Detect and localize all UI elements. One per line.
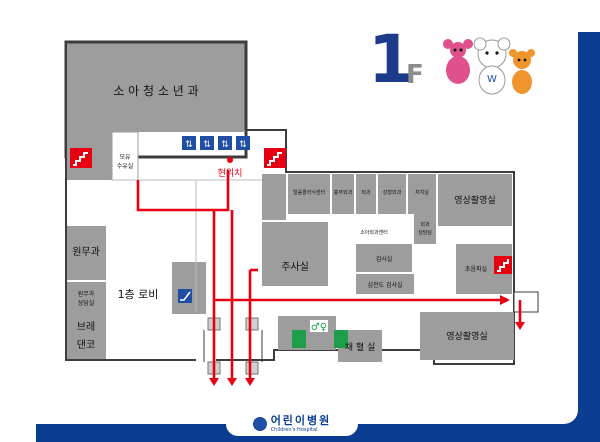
room-exam: 검사실: [375, 255, 393, 263]
svg-text:W: W: [487, 74, 497, 85]
you-are-here-label: 현위치: [217, 168, 243, 179]
room-surgery-consult: 외과 상담실: [418, 222, 432, 236]
room-surgery: 흉부외과: [333, 189, 353, 196]
room-admin: 원무과: [72, 246, 100, 258]
room-radiology-top: 영상촬영실: [454, 195, 496, 206]
room-pediatric-surgery: 소아외과센터: [360, 229, 388, 236]
hospital-logo: 어린이병원 Children's Hospital: [226, 412, 358, 436]
room-pediatrics: 소 아 청 소 년 과: [113, 83, 199, 98]
room-ultrasound: 초음파실: [464, 265, 488, 273]
route-lines: [136, 170, 522, 380]
room-injection: 주사실: [281, 261, 309, 273]
mascot-characters: W: [443, 37, 535, 95]
svg-text:♂♀: ♂♀: [311, 322, 327, 333]
room-blood: 채 혈 실: [344, 342, 376, 353]
room-nursery: 모유 수유실: [116, 154, 134, 170]
room-ecg: 심전도 검사실: [367, 281, 403, 289]
room-radiology-bottom: 영상촬영실: [446, 331, 488, 342]
room-internal: 외과: [361, 189, 371, 196]
hospital-logo-text: 어린이병원 Children's Hospital: [270, 414, 332, 434]
room-treatment: 처치실: [415, 189, 429, 196]
floor-number: 1: [368, 21, 414, 98]
room-admin-consult: 원무과 상담실: [77, 291, 95, 307]
room-break-2: 댄코: [76, 339, 96, 351]
floor-suffix: F: [406, 60, 424, 90]
elevator-icons: ⇅ ⇅ ⇅ ⇅: [182, 136, 250, 150]
hospital-logo-icon: [252, 417, 267, 431]
room-plastic: 성형외과: [382, 189, 402, 196]
route-arrows: [209, 295, 525, 386]
hospital-subtitle: Children's Hospital: [270, 427, 318, 433]
svg-text:⇅: ⇅: [203, 140, 211, 150]
room-break-1: 브레: [76, 321, 96, 333]
svg-text:⇅: ⇅: [185, 140, 193, 150]
svg-text:⇅: ⇅: [239, 140, 247, 150]
svg-text:⇅: ⇅: [221, 140, 229, 150]
room-sleep: 얼음클리닉센터: [292, 189, 326, 196]
hospital-name: 어린이병원: [270, 414, 332, 427]
room-lobby: 1층 로비: [117, 288, 159, 301]
